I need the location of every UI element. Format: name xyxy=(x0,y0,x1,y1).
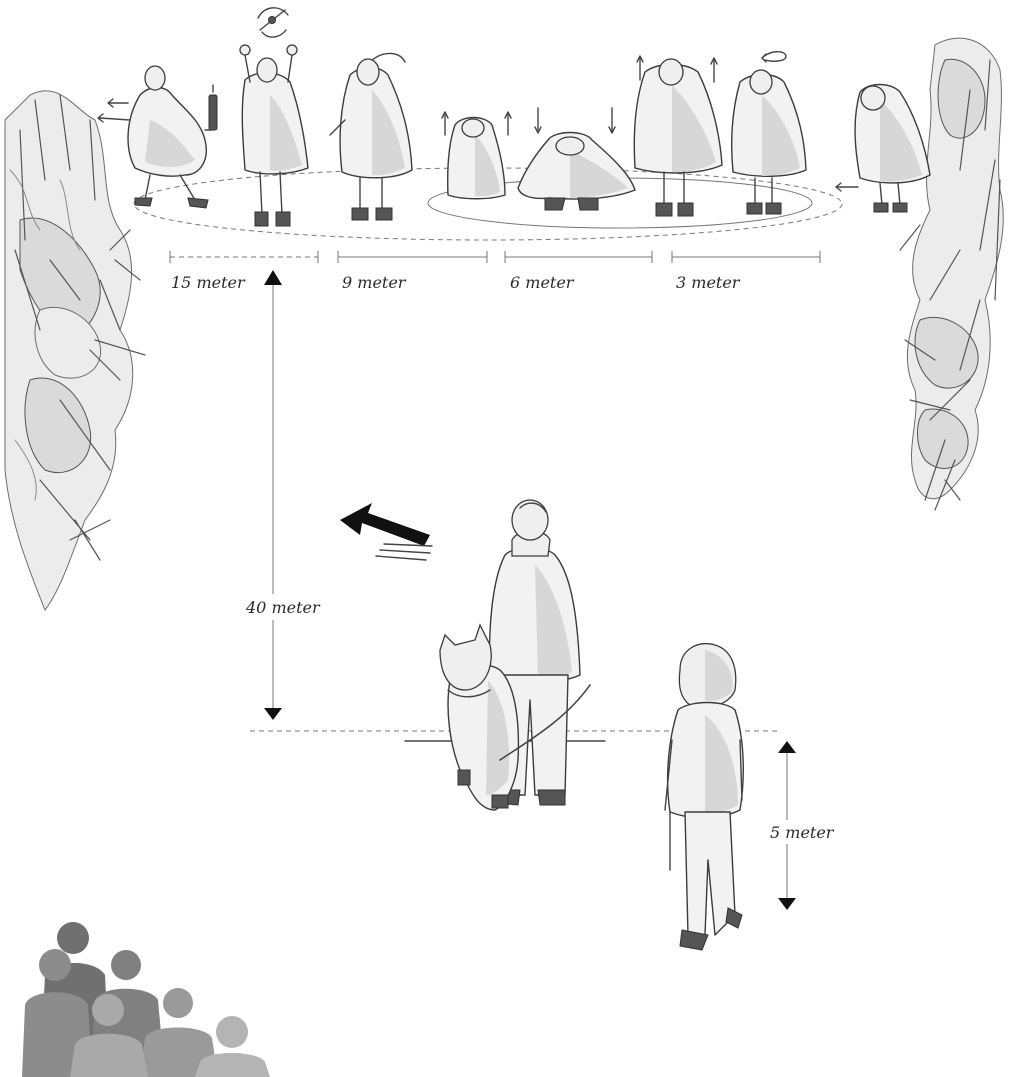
figure-entering xyxy=(855,85,930,213)
arrow-up-icon-5m xyxy=(778,741,796,753)
guide-with-dog xyxy=(440,500,590,810)
figure-lantern-walker xyxy=(128,66,217,208)
label-40-meter: 40 meter xyxy=(245,598,321,617)
label-6-meter: 6 meter xyxy=(510,273,575,292)
arrow-down-icon xyxy=(264,708,282,720)
label-9-meter: 9 meter xyxy=(342,273,407,292)
left-vegetation xyxy=(5,91,145,610)
arrow-down-icon-5m xyxy=(778,898,796,910)
label-3-meter: 3 meter xyxy=(676,273,741,292)
figure-crouching xyxy=(442,112,511,199)
five-meter-dimension: 5 meter xyxy=(764,741,835,910)
figure-standing-tall xyxy=(634,56,722,216)
figure-turning xyxy=(330,53,412,220)
forty-meter-dimension: 40 meter xyxy=(240,270,325,720)
right-vegetation xyxy=(900,38,1003,510)
cloaked-figures xyxy=(98,8,930,226)
label-15-meter: 15 meter xyxy=(171,273,246,292)
figure-spinning xyxy=(732,52,806,214)
audience-crowd xyxy=(22,922,270,1077)
arrow-up-icon xyxy=(264,270,282,285)
figure-juggler xyxy=(240,8,308,226)
label-5-meter: 5 meter xyxy=(770,823,835,842)
figure-squatting xyxy=(518,108,635,210)
viewing-direction-arrow-icon xyxy=(340,503,432,560)
observer-person xyxy=(665,644,743,950)
distance-scale: 15 meter 9 meter 6 meter 3 meter xyxy=(170,251,820,292)
